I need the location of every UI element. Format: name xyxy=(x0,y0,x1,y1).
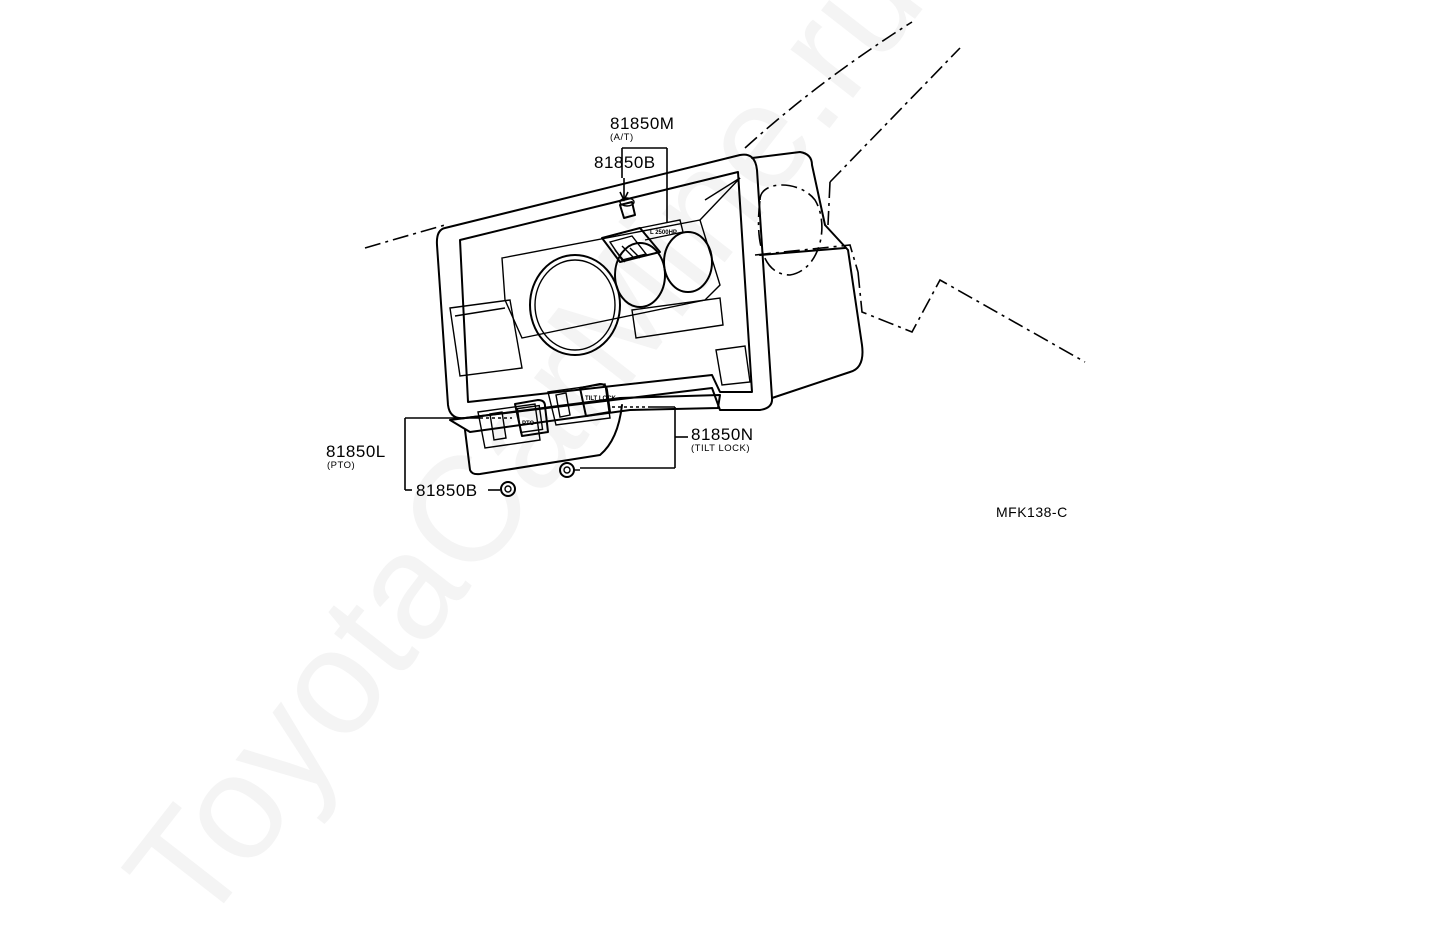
part-note-pto: (PTO) xyxy=(327,460,355,471)
bulb-socket-lower xyxy=(500,481,516,497)
part-code-81850b-lower: 81850B xyxy=(416,481,478,500)
bulb-socket-tilt xyxy=(559,462,580,478)
tilt-lock-switch: TILT LOCK xyxy=(547,383,617,426)
part-note-at: (A/T) xyxy=(610,132,634,143)
part-code-81850n: 81850N xyxy=(691,425,754,444)
leader-lines xyxy=(404,147,688,491)
part-code-81850m: 81850M xyxy=(610,114,674,133)
part-note-tilt-lock: (TILT LOCK) xyxy=(691,443,750,454)
tilt-lock-switch-label: TILT LOCK xyxy=(585,396,617,402)
cluster-bezel xyxy=(435,151,864,476)
dashboard-outline xyxy=(364,21,1086,363)
bulb-socket-upper xyxy=(619,197,636,219)
at-indicator-switch: L 2500HP xyxy=(601,219,684,263)
pto-switch: PTO xyxy=(477,399,549,449)
pto-switch-label: PTO xyxy=(522,421,535,427)
part-labels: 81850M (A/T) 81850B 81850L (PTO) 81850B … xyxy=(326,114,1068,520)
at-indicator-label: L 2500HP xyxy=(650,230,677,236)
part-code-81850l: 81850L xyxy=(326,442,386,461)
part-code-81850b-upper: 81850B xyxy=(594,153,656,172)
figure-id: MFK138-C xyxy=(996,504,1068,520)
